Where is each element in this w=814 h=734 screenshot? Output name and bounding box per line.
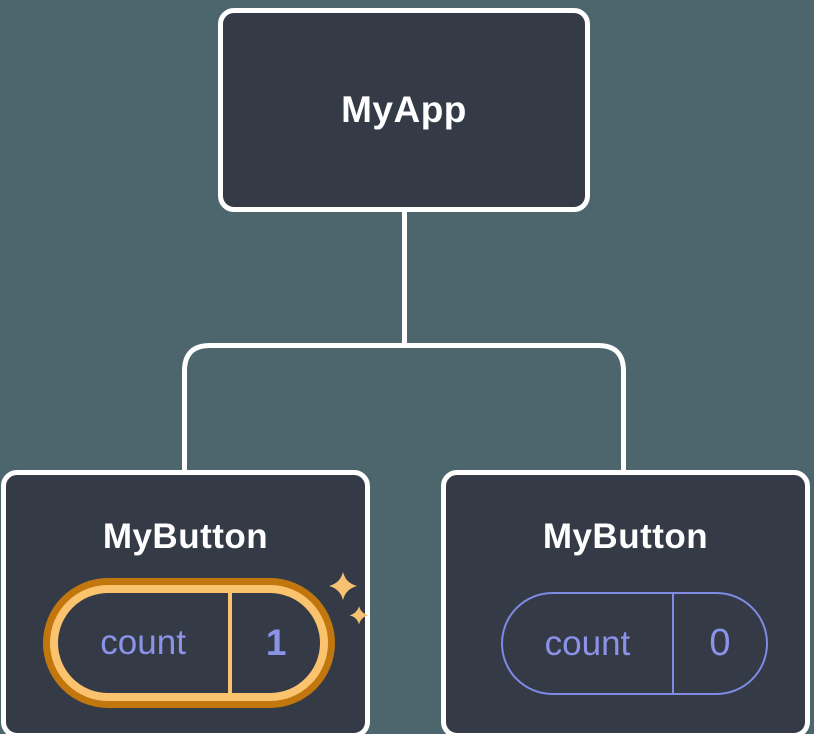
state-pill-highlighted: count 1: [43, 578, 335, 708]
state-value: 0: [709, 622, 731, 664]
state-name: count: [100, 623, 186, 662]
tree-node-mybutton-left: MyButton count 1: [1, 470, 370, 734]
children-bracket-line: [182, 343, 626, 472]
sparkles-icon: [329, 572, 369, 625]
node-label-mybutton-right: MyButton: [542, 517, 709, 556]
tree-node-myapp: MyApp: [218, 8, 590, 212]
state-name: count: [544, 623, 631, 663]
state-name-cell: count: [503, 594, 674, 693]
state-name-cell: count: [58, 593, 233, 693]
sparkle-large: [329, 572, 357, 600]
state-value-cell: 1: [232, 593, 320, 693]
state-value: 1: [265, 622, 287, 663]
tree-node-mybutton-right: MyButton count 0: [441, 470, 810, 734]
state-pill-highlight-ring: count 1: [50, 585, 328, 701]
state-value-cell: 0: [674, 594, 766, 693]
node-label-myapp: MyApp: [341, 89, 467, 130]
node-label-mybutton-left: MyButton: [102, 517, 269, 556]
sparkle-small: [349, 606, 369, 625]
state-pill-plain: count 0: [501, 592, 768, 695]
state-pill-body: count 1: [58, 593, 320, 693]
